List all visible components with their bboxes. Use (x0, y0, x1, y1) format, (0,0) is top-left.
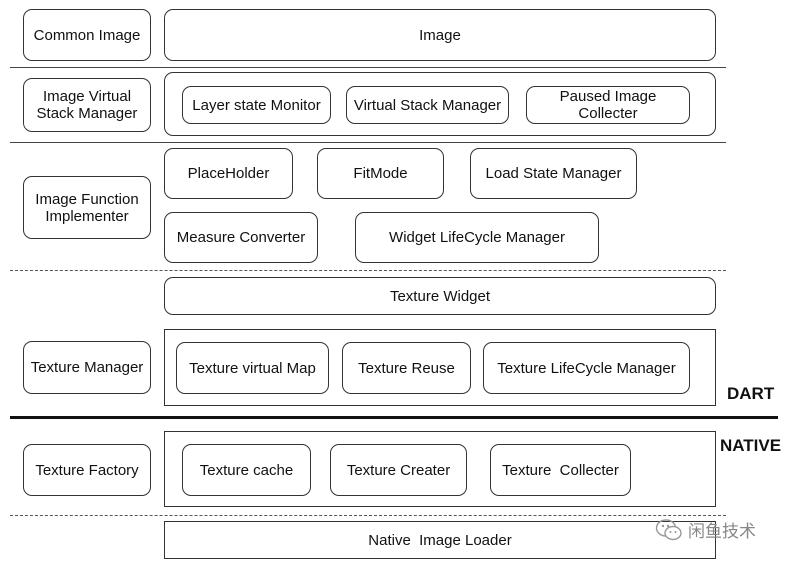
native-image-loader-box: Native Image Loader (164, 521, 716, 559)
texture-lifecycle-manager-box: Texture LifeCycle Manager (483, 342, 690, 394)
fitmode-box: FitMode (317, 148, 444, 199)
watermark-text: 闲鱼技术 (688, 522, 756, 541)
placeholder-box: PlaceHolder (164, 148, 293, 199)
dart-native-divider (10, 416, 778, 419)
watermark: 闲鱼技术 (655, 517, 756, 542)
texture-collecter-box: Texture Collecter (490, 444, 631, 496)
widget-lifecycle-manager-box: Widget LifeCycle Manager (355, 212, 599, 263)
row-separator (10, 67, 726, 68)
load-state-manager-box: Load State Manager (470, 148, 637, 199)
image-box: Image (164, 9, 716, 61)
row-separator-dashed (10, 515, 726, 516)
layer-state-monitor-box: Layer state Monitor (182, 86, 331, 124)
dart-layer-label: DART (727, 384, 775, 403)
texture-factory-label: Texture Factory (23, 444, 151, 496)
function-implementer-label: Image Function Implementer (23, 176, 151, 239)
texture-virtual-map-box: Texture virtual Map (176, 342, 329, 394)
texture-creater-box: Texture Creater (330, 444, 467, 496)
wechat-icon (655, 518, 682, 540)
texture-widget-box: Texture Widget (164, 277, 716, 315)
virtual-stack-label: Image Virtual Stack Manager (23, 78, 151, 132)
row-separator (10, 142, 726, 143)
texture-reuse-box: Texture Reuse (342, 342, 471, 394)
texture-cache-box: Texture cache (182, 444, 311, 496)
texture-manager-label: Texture Manager (23, 341, 151, 394)
common-image-label: Common Image (23, 9, 151, 61)
measure-converter-box: Measure Converter (164, 212, 318, 263)
virtual-stack-manager-box: Virtual Stack Manager (346, 86, 509, 124)
native-layer-label: NATIVE (720, 436, 782, 455)
paused-image-collecter-box: Paused Image Collecter (526, 86, 690, 124)
row-separator-dashed (10, 270, 726, 271)
